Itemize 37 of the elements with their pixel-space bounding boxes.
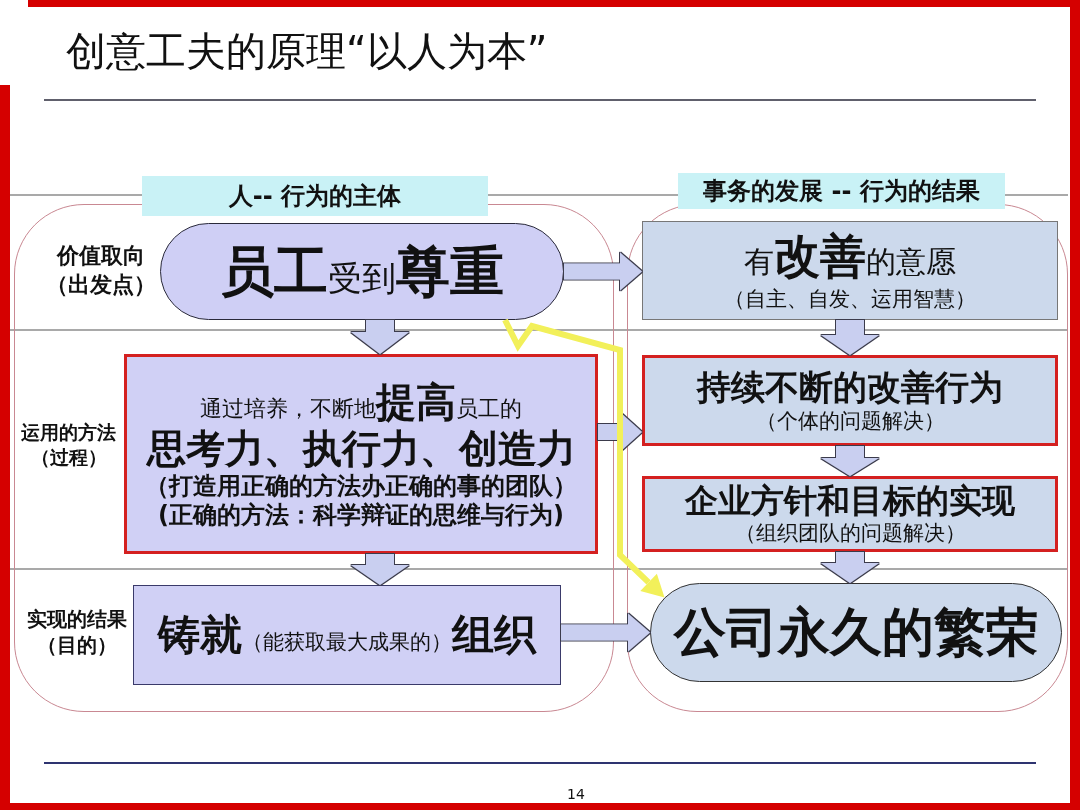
headline-text: 持续不断的改善行为 [697,367,1003,408]
process-box [642,355,1058,446]
rounded-pill [650,583,1062,682]
panel-heading: 人-- 行为的主体 [142,176,488,216]
rounded-panel [14,176,614,712]
row-label: 运用的方法（过程） [20,420,117,470]
note-text: （打造用正确的方法办正确的事的团队） [145,472,577,501]
headline-text: 企业方针和目标的实现 [685,482,1015,522]
block-arrow [821,552,879,583]
note-text: （自主、自发、运用智慧） [724,287,976,312]
block-arrow [598,414,642,450]
note-text: （个体的问题解决） [755,409,945,434]
block-arrow [821,446,879,476]
headline-text: 有改善的意愿 [744,229,956,284]
block-arrow [351,554,409,585]
block-arrow [561,613,650,652]
process-box [124,354,598,554]
block-arrow [351,320,409,354]
headline-text: 员工受到尊重 [220,239,504,304]
key-phrase: 思考力、执行力、创造力 [146,426,576,473]
process-box [133,585,561,685]
process-box [642,221,1058,320]
panel-heading: 事务的发展 -- 行为的结果 [678,173,1005,209]
note-text: （组织团队的问题解决） [734,521,966,546]
zigzag-arrow [502,318,665,598]
row-label: 价值取向（出发点） [44,242,157,299]
rounded-panel [627,173,1068,712]
process-box [642,476,1058,552]
note-text: (正确的方法：科学辩证的思维与行为) [158,500,564,529]
headline-text: 公司永久的繁荣 [674,601,1038,664]
headline-text: 铸就（能获取最大成果的）组织 [158,610,536,660]
slide-title: 创意工夫的原理“以人为本” [66,27,548,76]
row-label: 实现的结果（目的） [26,606,128,658]
lead-text: 通过培养，不断地提高员工的 [200,379,522,427]
block-arrow [564,252,642,291]
block-arrow [821,320,879,355]
page-number: 14 [567,785,585,804]
